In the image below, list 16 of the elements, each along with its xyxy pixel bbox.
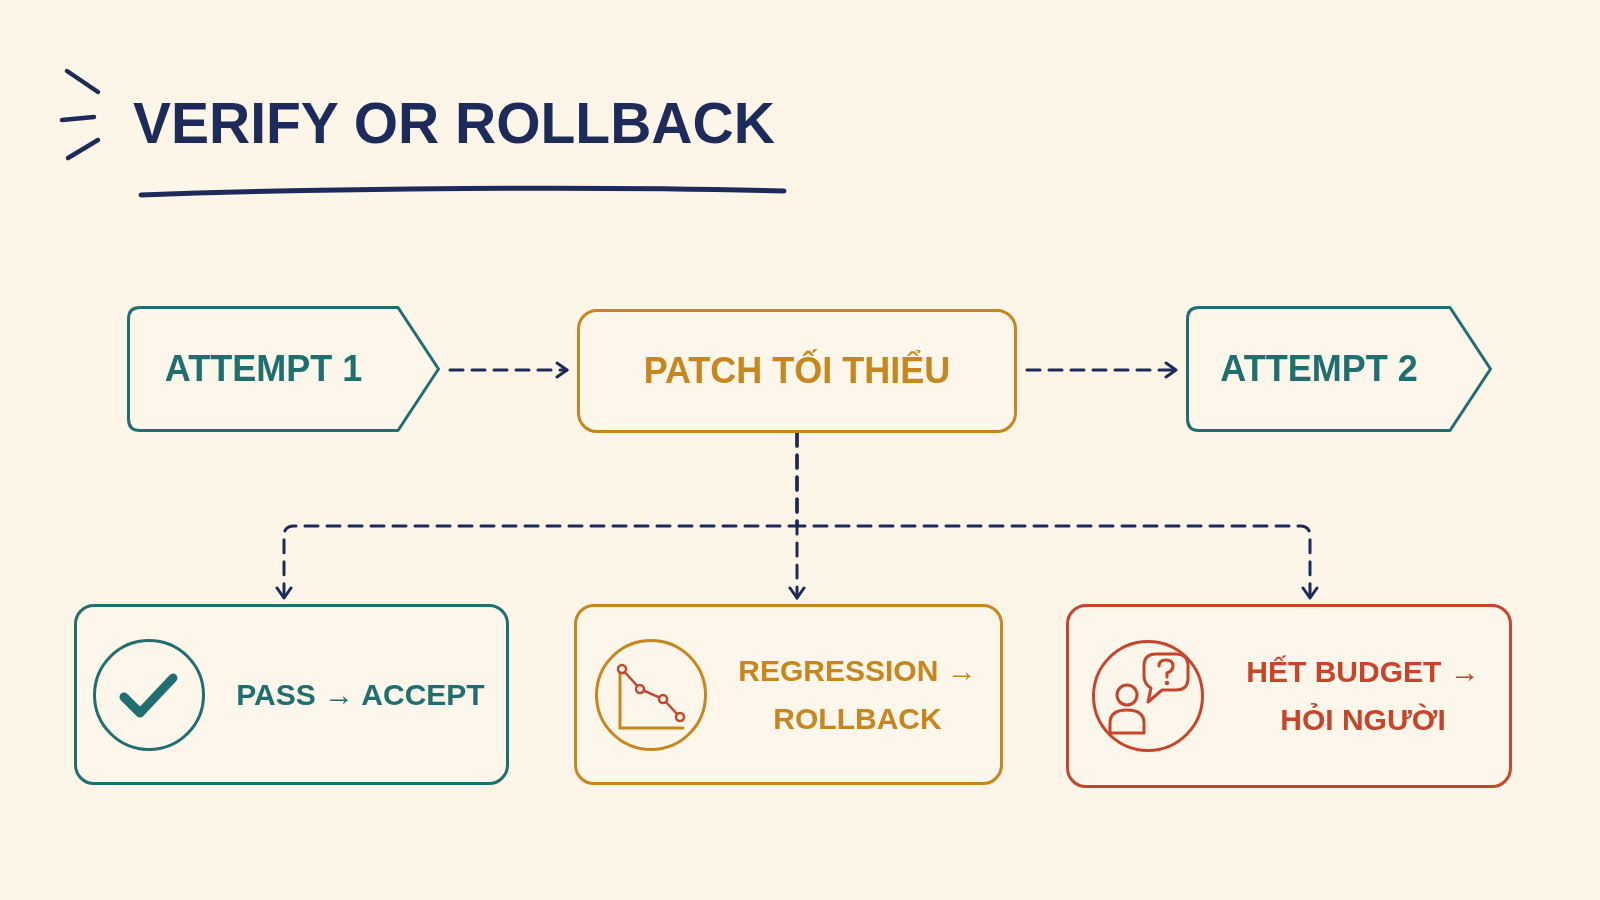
process-box	[574, 604, 1003, 785]
arrow-shaped-box	[127, 306, 440, 432]
step-label: PATCH TỐI THIỂU	[643, 348, 951, 393]
step-label: ATTEMPT 1	[164, 346, 363, 391]
title: VERIFY OR ROLLBACK	[133, 92, 775, 155]
step-label: REGRESSION → ROLLBACK	[737, 652, 978, 737]
process-box	[1066, 604, 1512, 788]
step-label: HẾT BUDGET → HỎI NGƯỜI	[1245, 654, 1481, 738]
dashed-arrow	[795, 431, 1319, 600]
arrow-shaped-box	[1186, 306, 1492, 432]
dashed-arrow	[1025, 361, 1178, 379]
process-box	[577, 309, 1017, 433]
process-box	[74, 604, 509, 785]
step-label: ATTEMPT 2	[1220, 346, 1418, 391]
dashed-arrow	[448, 361, 569, 379]
step-label: PASS → ACCEPT	[235, 676, 486, 713]
